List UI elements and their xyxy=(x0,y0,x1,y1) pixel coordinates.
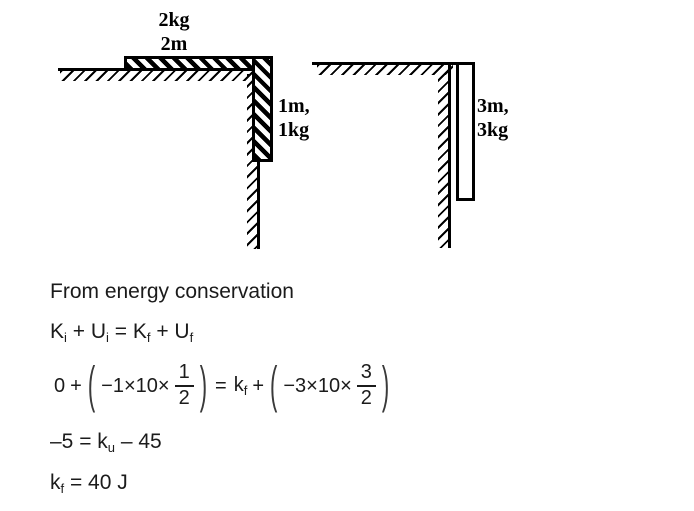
label-hanging-chain-right: 3m, 3kg xyxy=(477,94,509,142)
eq2-sub-i2: i xyxy=(106,330,109,345)
eq2-equals-K-final: = K xyxy=(108,320,147,343)
eq2-plus-U-final: + U xyxy=(150,320,190,343)
eq-term-1: −1×10× xyxy=(101,374,170,397)
table-surface-line-right xyxy=(312,62,475,65)
label-hanging-chain-left: 1m, 1kg xyxy=(278,94,310,142)
eq2-sub-f1: f xyxy=(146,330,151,345)
hanging-chain-outline-right xyxy=(456,62,475,201)
solution-line-kf-result: kf = 40 J xyxy=(50,471,128,496)
eq-term-zero: 0 xyxy=(54,374,66,397)
eq-equals-sign: = xyxy=(215,374,227,397)
table-surface-hatching-right xyxy=(317,65,453,75)
label-1kg: 1kg xyxy=(278,119,310,141)
eq2-K-initial: K xyxy=(50,320,65,343)
solution-main-equation: 0 + ( −1×10× 1 2 ) = kf + ( −3×10× 3 2 ) xyxy=(54,356,390,415)
hanging-chain-bar-left xyxy=(252,56,273,162)
eq5-sub-f: f xyxy=(60,481,65,496)
wall-hatching-right xyxy=(438,68,448,248)
eq4-right: – 45 xyxy=(115,430,162,453)
wall-line-right xyxy=(448,62,451,248)
label-2kg: 2kg xyxy=(158,9,190,31)
table-surface-hatching-left xyxy=(60,71,252,81)
eq-plus-1: + xyxy=(70,374,82,397)
label-1m: 1m, xyxy=(278,95,310,117)
eq-kf-term: kf xyxy=(234,374,248,398)
label-2m: 2m xyxy=(160,33,188,55)
eq-plus-2: + xyxy=(252,374,265,397)
eq-frac2-denominator: 2 xyxy=(360,387,372,409)
eq4-sub-u: u xyxy=(107,440,116,455)
eq-kf-sub: f xyxy=(243,383,248,398)
label-3m: 3m, xyxy=(477,95,509,117)
eq2-sub-i1: i xyxy=(64,330,67,345)
solution-line-minus5-ku: –5 = ku – 45 xyxy=(50,430,162,455)
eq-frac1-numerator: 1 xyxy=(174,362,194,387)
eq-kf-base: k xyxy=(233,374,244,396)
eq-frac1-denominator: 2 xyxy=(178,387,190,409)
eq-right-paren-2: ) xyxy=(381,356,390,414)
eq-fraction-1-over-2: 1 2 xyxy=(174,362,194,409)
eq2-plus-U-initial: + U xyxy=(66,320,107,343)
eq-right-paren-1: ) xyxy=(199,356,208,414)
label-3kg: 3kg xyxy=(477,119,509,141)
chain-on-table-bar xyxy=(124,56,272,71)
eq5-k-base: k xyxy=(50,471,61,494)
eq4-left: –5 = k xyxy=(50,430,108,453)
solution-line-energy-conservation: From energy conservation xyxy=(50,280,294,303)
eq-term-2: −3×10× xyxy=(283,374,352,397)
eq2-sub-f2: f xyxy=(189,330,194,345)
label-chain-on-table: 2kg 2m xyxy=(141,8,207,56)
solution-line-ki-ui-kf-uf: Ki + Ui = Kf + Uf xyxy=(50,320,193,345)
eq-fraction-3-over-2: 3 2 xyxy=(356,362,376,409)
eq5-result: = 40 J xyxy=(64,471,128,494)
eq-frac2-numerator: 3 xyxy=(356,362,376,387)
eq-left-paren-2: ( xyxy=(270,356,278,414)
eq-left-paren-1: ( xyxy=(87,356,96,414)
